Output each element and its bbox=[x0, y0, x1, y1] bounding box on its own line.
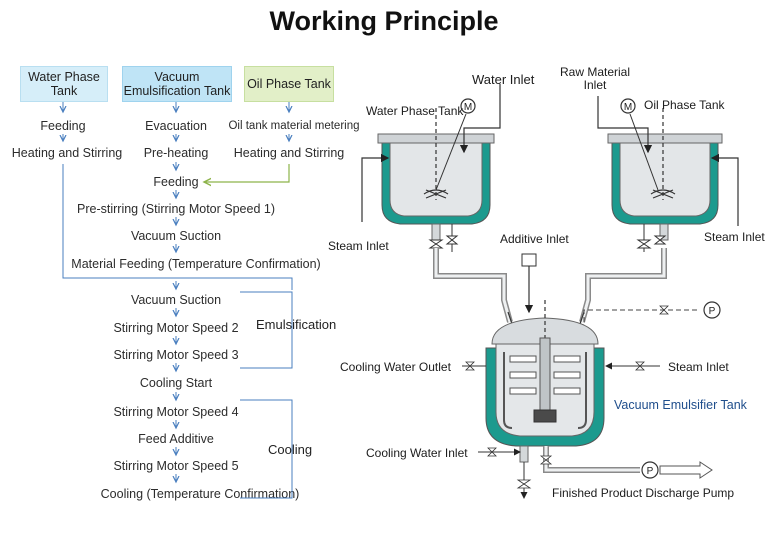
label-cooling-water-inlet: Cooling Water Inlet bbox=[366, 446, 468, 460]
vacuum-step-preheating: Pre-heating bbox=[143, 146, 209, 160]
label-steam-inlet-right: Steam Inlet bbox=[704, 230, 765, 244]
cooling-bracket bbox=[240, 399, 293, 499]
label-additive-inlet: Additive Inlet bbox=[500, 232, 569, 246]
water-step-heating-stirring: Heating and Stirring bbox=[11, 146, 123, 160]
phase-cooling: Cooling bbox=[268, 442, 313, 457]
oil-step-metering: Oil tank material metering bbox=[228, 120, 360, 132]
flow-arrows bbox=[63, 102, 289, 482]
label-oil-phase-tank: Oil Phase Tank bbox=[644, 98, 725, 112]
vacuum-emulsification-tank-box: Vacuum Emulsification Tank bbox=[122, 66, 232, 102]
label-cooling-water-outlet: Cooling Water Outlet bbox=[340, 360, 451, 374]
main-step-9: Stirring Motor Speed 4 bbox=[113, 405, 239, 419]
transfer-pipes bbox=[433, 248, 667, 332]
main-step-10: Feed Additive bbox=[138, 432, 214, 446]
main-tank-drawing bbox=[462, 300, 713, 499]
vacuum-step-evacuation: Evacuation bbox=[145, 119, 207, 133]
water-phase-tank-box: Water Phase Tank bbox=[20, 66, 108, 102]
page-title: Working Principle bbox=[269, 6, 499, 36]
motor-symbol-right: M bbox=[624, 102, 632, 113]
label-steam-inlet-left: Steam Inlet bbox=[328, 239, 389, 253]
label-water-inlet: Water Inlet bbox=[472, 72, 535, 87]
label-steam-inlet-main: Steam Inlet bbox=[668, 360, 729, 374]
main-step-3: Vacuum Suction bbox=[130, 229, 222, 243]
vacuum-line bbox=[583, 301, 721, 330]
water-phase-tank-label: Water Phase Tank bbox=[28, 70, 100, 98]
label-water-phase-tank: Water Phase Tank bbox=[366, 104, 464, 118]
main-step-8: Cooling Start bbox=[139, 376, 213, 390]
oil-step-heating-stirring: Heating and Stirring bbox=[233, 146, 345, 160]
main-step-4: Material Feeding (Temperature Confirmati… bbox=[71, 257, 321, 271]
main-step-6: Stirring Motor Speed 2 bbox=[113, 321, 239, 335]
motor-symbol-left: M bbox=[464, 102, 472, 113]
water-connector-line bbox=[62, 164, 293, 290]
vacuum-pump-symbol: P bbox=[709, 306, 716, 317]
phase-emulsification: Emulsification bbox=[256, 317, 337, 332]
main-step-2: Pre-stirring (Stirring Motor Speed 1) bbox=[77, 202, 275, 216]
vacuum-emulsification-tank-label: Vacuum Emulsification Tank bbox=[123, 70, 231, 98]
discharge-pump-symbol: P bbox=[647, 466, 654, 477]
label-vacuum-emulsifier-tank: Vacuum Emulsifier Tank bbox=[614, 398, 747, 412]
main-step-7: Stirring Motor Speed 3 bbox=[113, 348, 239, 362]
oil-connector-line bbox=[204, 164, 290, 182]
main-step-1: Feeding bbox=[153, 175, 199, 189]
emulsification-bracket bbox=[240, 291, 293, 369]
oil-phase-tank-drawing bbox=[597, 96, 739, 252]
label-raw-material-inlet: Raw Material Inlet bbox=[560, 65, 631, 92]
label-discharge-pump: Finished Product Discharge Pump bbox=[552, 486, 735, 500]
water-step-feeding: Feeding bbox=[40, 119, 86, 133]
oil-phase-tank-label: Oil Phase Tank bbox=[247, 77, 331, 91]
oil-phase-tank-box: Oil Phase Tank bbox=[244, 66, 334, 102]
water-phase-tank-drawing bbox=[361, 84, 501, 252]
main-step-5: Vacuum Suction bbox=[130, 293, 222, 307]
main-step-11: Stirring Motor Speed 5 bbox=[113, 459, 239, 473]
additive-inlet-drawing bbox=[521, 253, 537, 314]
